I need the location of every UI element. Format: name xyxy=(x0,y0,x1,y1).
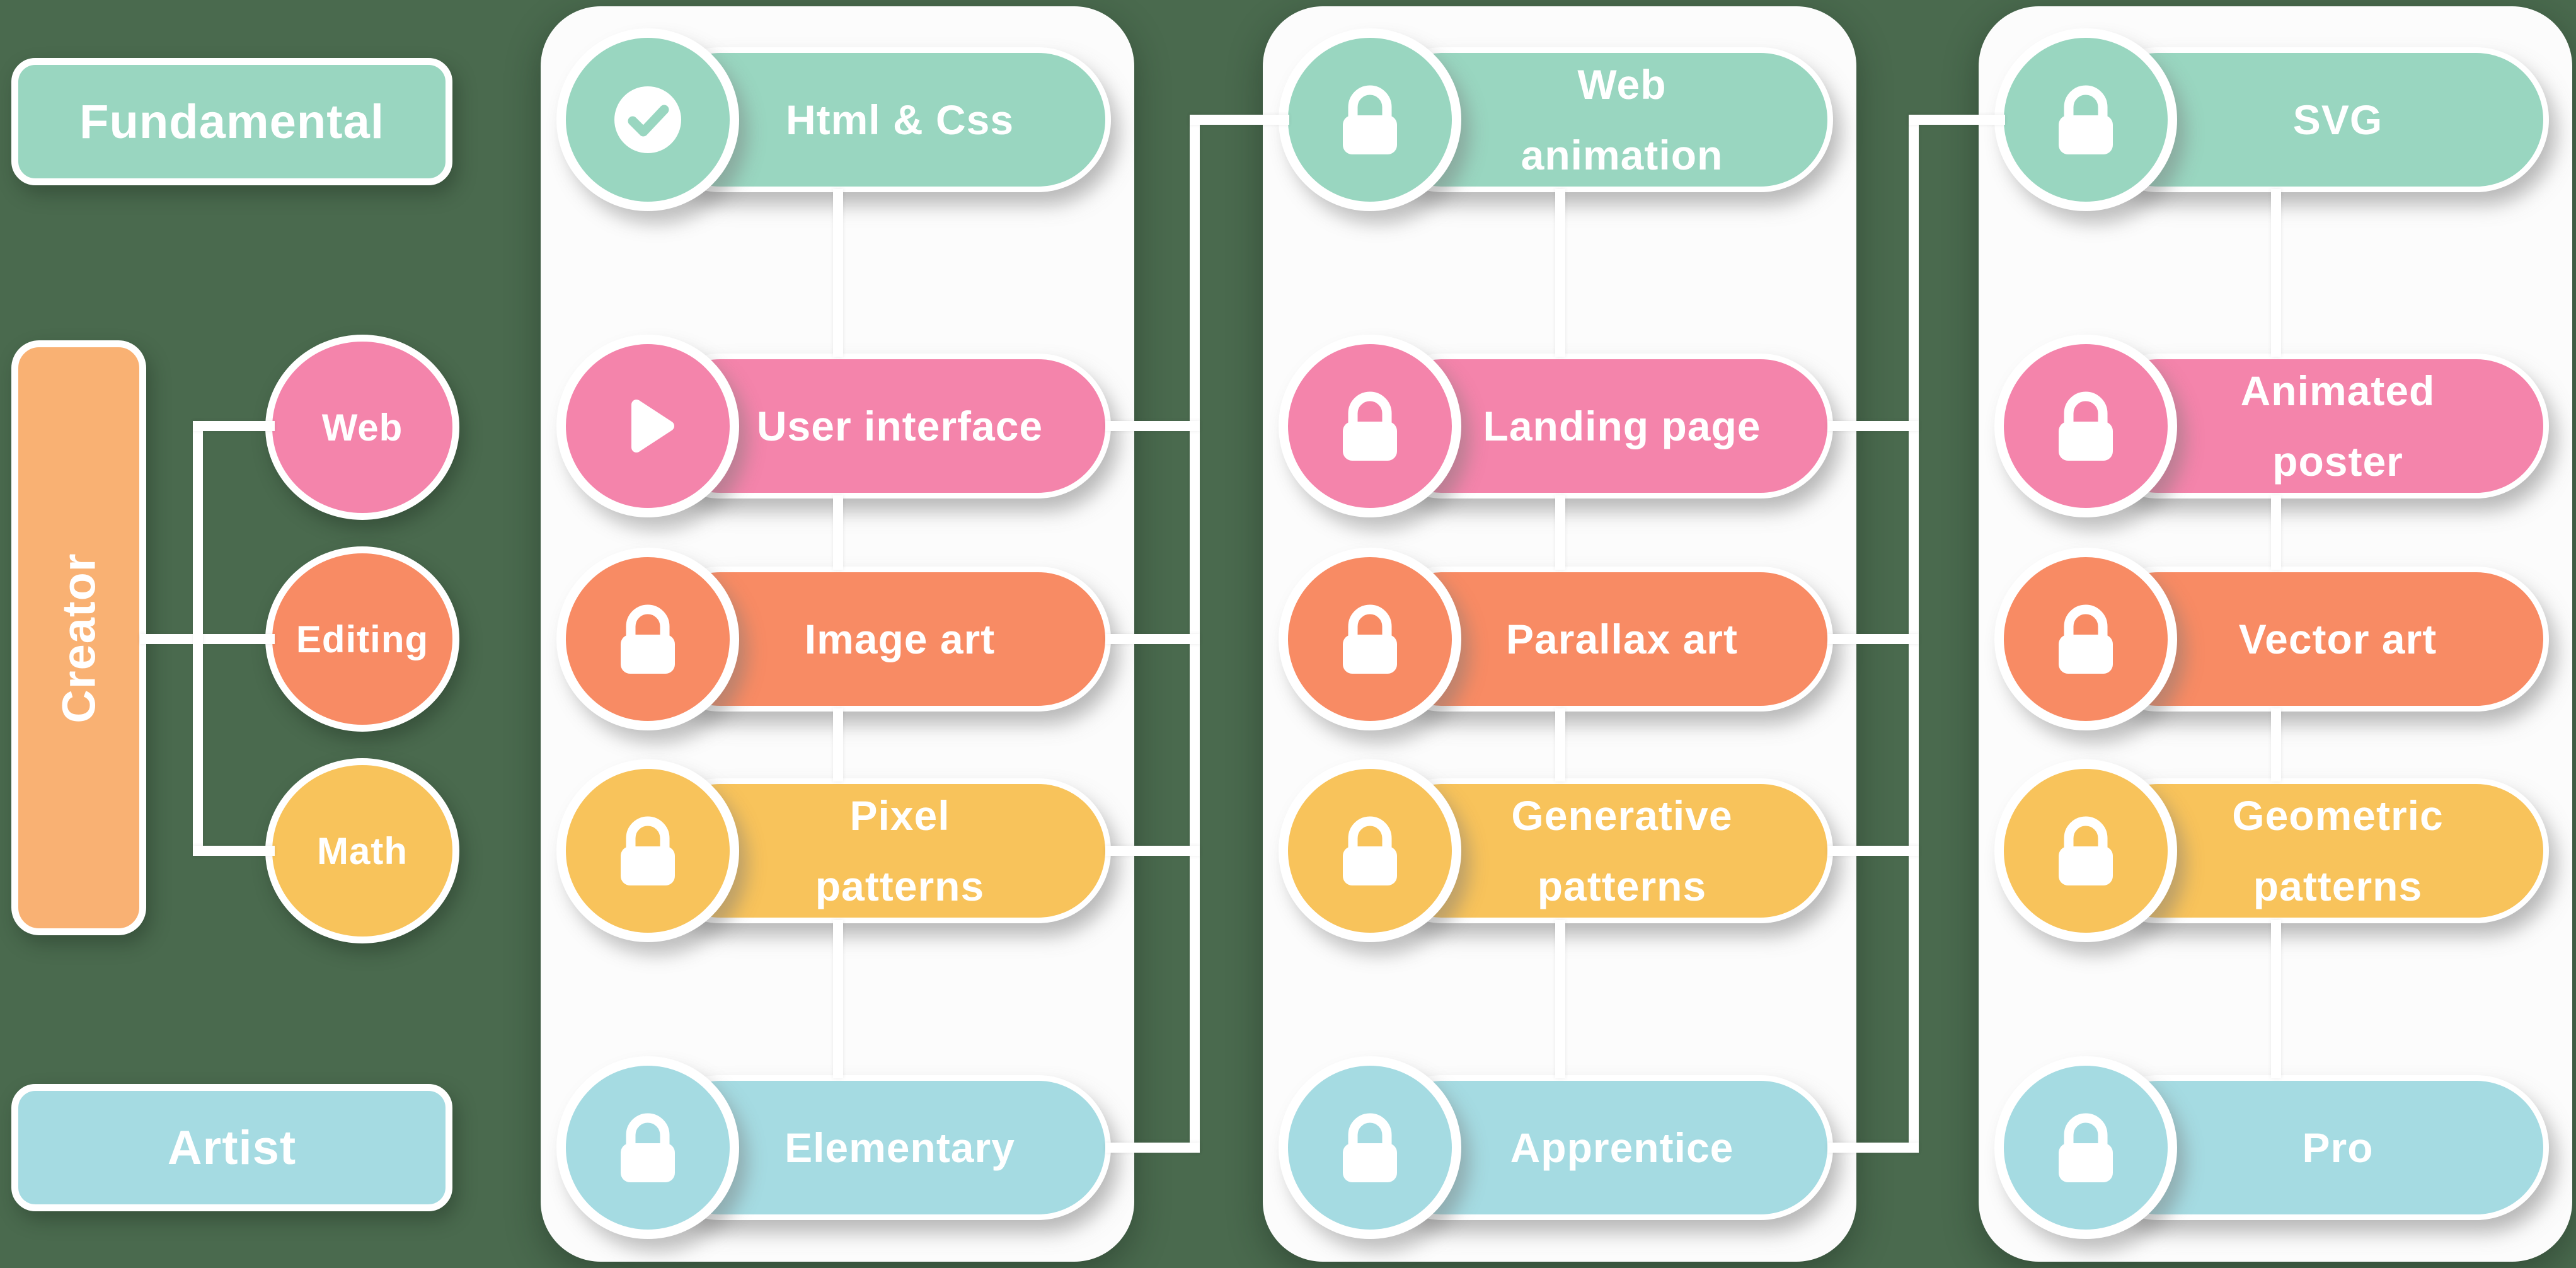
lock-icon xyxy=(621,816,675,885)
course-node-label: Pixel patterns xyxy=(815,792,985,909)
connector-line xyxy=(1555,920,1565,1078)
course-node[interactable]: Html & Css xyxy=(541,28,1127,211)
connector-line xyxy=(1827,634,1919,644)
connector-line xyxy=(1105,421,1200,431)
course-node-status-circle xyxy=(556,1056,739,1239)
course-node-status-circle xyxy=(556,759,739,942)
connector-line xyxy=(1909,115,2005,125)
course-node-status-circle xyxy=(1994,548,2177,730)
creator-label-text: Creator xyxy=(52,552,105,723)
connector-line xyxy=(193,846,275,856)
course-node-label: SVG xyxy=(2292,96,2383,143)
lock-icon xyxy=(621,604,675,674)
branch-circle-editing: Editing xyxy=(265,546,459,732)
course-node-label: Pro xyxy=(2302,1124,2374,1171)
connector-line xyxy=(1105,634,1200,644)
course-node-status-circle xyxy=(556,335,739,517)
course-node-status-circle xyxy=(1994,335,2177,517)
connector-line xyxy=(1827,846,1919,856)
course-node[interactable]: Web animation xyxy=(1263,28,1849,211)
lock-icon xyxy=(1343,85,1397,154)
connector-line xyxy=(1827,421,1919,431)
lock-icon xyxy=(2059,391,2113,461)
connector-line xyxy=(1555,495,1565,570)
course-node[interactable]: Apprentice xyxy=(1263,1056,1849,1239)
course-node-status-circle xyxy=(1279,759,1461,942)
course-node-status-circle xyxy=(556,28,739,211)
connector-line xyxy=(193,421,275,431)
connector-line xyxy=(2271,495,2281,570)
course-node-label: Elementary xyxy=(785,1124,1015,1171)
course-node[interactable]: Pro xyxy=(1979,1056,2565,1239)
course-node-label: Apprentice xyxy=(1510,1124,1734,1171)
branch-circle-math: Math xyxy=(265,758,459,943)
connector-line xyxy=(193,421,203,856)
course-node-status-circle xyxy=(1279,1056,1461,1239)
course-node-label: Geometric patterns xyxy=(2232,792,2444,909)
lock-icon xyxy=(2059,1113,2113,1182)
connector-line xyxy=(1827,1143,1919,1153)
course-node-status-circle xyxy=(1279,548,1461,730)
course-node[interactable]: User interface xyxy=(541,335,1127,517)
course-node-status-circle xyxy=(1279,335,1461,517)
course-node-status-circle xyxy=(1279,28,1461,211)
connector-line xyxy=(2271,920,2281,1078)
lock-icon xyxy=(2059,604,2113,674)
connector-line xyxy=(140,634,275,644)
lock-icon xyxy=(1343,391,1397,461)
course-node-label: Parallax art xyxy=(1506,615,1738,662)
course-node-label: Image art xyxy=(804,615,996,662)
connector-line xyxy=(2271,189,2281,357)
check-icon xyxy=(614,86,681,153)
course-node-label: Web animation xyxy=(1521,61,1723,178)
connector-line xyxy=(1555,708,1565,781)
lock-icon xyxy=(621,1113,675,1182)
connector-line xyxy=(1555,189,1565,357)
course-node[interactable]: Image art xyxy=(541,548,1127,730)
creator-label: Creator xyxy=(11,340,146,935)
course-node[interactable]: Landing page xyxy=(1263,335,1849,517)
course-node-status-circle xyxy=(1994,1056,2177,1239)
lock-icon xyxy=(1343,816,1397,885)
connector-line xyxy=(833,920,843,1078)
course-node-status-circle xyxy=(1994,28,2177,211)
connector-line xyxy=(1190,115,1289,125)
lock-icon xyxy=(1343,1113,1397,1182)
course-node-label: User interface xyxy=(756,402,1044,449)
connector-line xyxy=(1190,115,1200,1153)
course-node-label: Vector art xyxy=(2238,615,2437,662)
lock-icon xyxy=(2059,816,2113,885)
lock-icon xyxy=(1343,604,1397,674)
connector-line xyxy=(2271,708,2281,781)
connector-line xyxy=(833,189,843,357)
connector-line xyxy=(1909,115,1919,1153)
course-node[interactable]: Elementary xyxy=(541,1056,1127,1239)
course-node[interactable]: Animated poster xyxy=(1979,335,2565,517)
lock-icon xyxy=(2059,85,2113,154)
course-node-label: Generative patterns xyxy=(1511,792,1733,909)
connector-line xyxy=(1105,846,1200,856)
connector-line xyxy=(833,708,843,781)
artist-label: Artist xyxy=(11,1084,452,1211)
connector-line xyxy=(833,495,843,570)
course-node-label: Html & Css xyxy=(785,96,1015,143)
connector-line xyxy=(1105,1143,1200,1153)
course-node[interactable]: Generative patterns xyxy=(1263,759,1849,942)
branch-circle-web: Web xyxy=(265,335,459,520)
course-node[interactable]: Pixel patterns xyxy=(541,759,1127,942)
course-node-status-circle xyxy=(556,548,739,730)
fundamental-label: Fundamental xyxy=(11,58,452,185)
course-node-label: Animated poster xyxy=(2240,367,2435,485)
course-node-label: Landing page xyxy=(1483,402,1761,449)
course-node[interactable]: Parallax art xyxy=(1263,548,1849,730)
course-node-status-circle xyxy=(1994,759,2177,942)
course-node[interactable]: SVG xyxy=(1979,28,2565,211)
play-icon xyxy=(631,400,674,452)
course-node[interactable]: Vector art xyxy=(1979,548,2565,730)
course-node[interactable]: Geometric patterns xyxy=(1979,759,2565,942)
